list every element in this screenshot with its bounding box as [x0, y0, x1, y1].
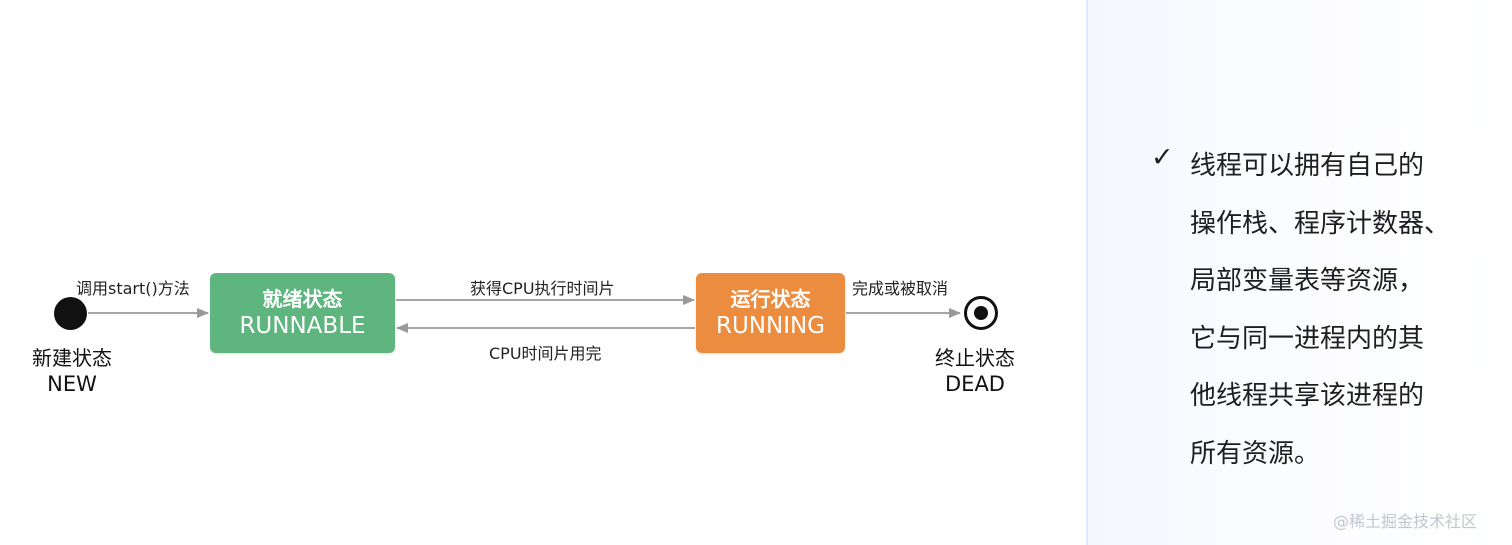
notes-panel	[1086, 0, 1512, 545]
bullet-line: 他线程共享该进程的	[1190, 381, 1425, 411]
bullet-line: 线程可以拥有自己的	[1190, 151, 1425, 181]
diagram-panel	[0, 0, 1086, 545]
new-state-label: 新建状态 NEW	[22, 345, 122, 397]
dead-state-label: 终止状态 DEAD	[925, 345, 1025, 397]
runnable-state-box: 就绪状态 RUNNABLE	[210, 273, 395, 353]
transition-label-finish: 完成或被取消	[852, 279, 949, 298]
transition-arrows	[88, 295, 961, 333]
bullet-line: 操作栈、程序计数器、	[1190, 208, 1451, 239]
transition-label-slice-used: CPU时间片用完	[489, 344, 602, 363]
runnable-name-cn: 就绪状态	[262, 287, 343, 311]
running-state-box: 运行状态 RUNNING	[696, 273, 845, 353]
running-name-en: RUNNING	[715, 313, 826, 339]
runnable-name-en: RUNNABLE	[239, 313, 366, 339]
transition-label-start: 调用start()方法	[76, 279, 190, 298]
check-icon: ✓	[1151, 142, 1174, 173]
watermark: @稀土掘金技术社区	[1333, 512, 1478, 531]
new-name-en: NEW	[47, 372, 97, 396]
running-name-cn: 运行状态	[730, 287, 811, 311]
end-node-ring	[964, 296, 998, 330]
new-name-cn: 新建状态	[32, 346, 112, 370]
dead-name-en: DEAD	[945, 372, 1005, 396]
transition-label-get-cpu: 获得CPU执行时间片	[470, 279, 615, 298]
bullet-line: 所有资源。	[1190, 438, 1321, 469]
start-node-dot	[54, 297, 87, 330]
dead-name-cn: 终止状态	[935, 346, 1015, 370]
end-node-core	[974, 306, 988, 320]
bullet-text: 线程可以拥有自己的 操作栈、程序计数器、 局部变量表等资源， 它与同一进程内的其…	[1190, 138, 1510, 483]
bullet-line: 局部变量表等资源，	[1190, 266, 1425, 296]
bullet-line: 它与同一进程内的其	[1190, 323, 1425, 354]
